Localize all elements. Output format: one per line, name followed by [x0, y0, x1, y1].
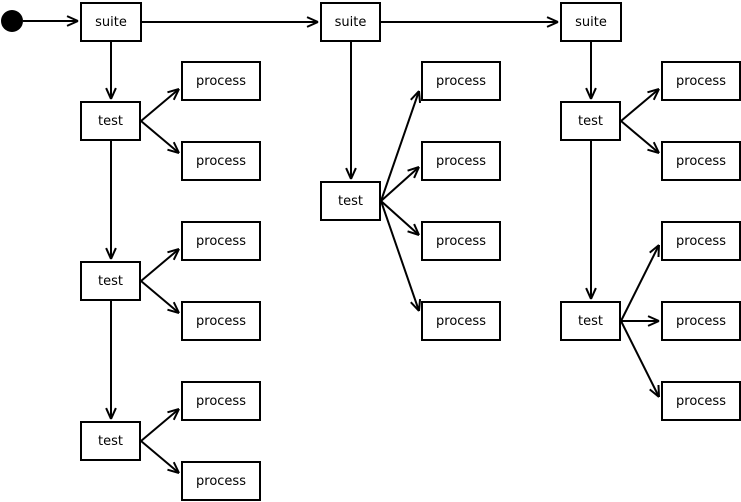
- edge-test-1-1-to-test-1-2: [105, 141, 117, 260]
- edge-test-2-1-to-process-2-4: [380, 200, 422, 312]
- node-test-2-1[interactable]: test: [320, 181, 381, 221]
- node-process-1-2[interactable]: process: [181, 141, 261, 181]
- node-label-test-2-1: test: [338, 193, 363, 209]
- start-node[interactable]: [1, 10, 23, 32]
- edge-suite-2-to-suite-3: [381, 16, 559, 28]
- edge-test-2-1-to-process-2-2: [380, 166, 420, 202]
- node-label-process-3-3: process: [676, 233, 726, 249]
- node-label-suite-3: suite: [575, 14, 607, 30]
- node-label-process-3-2: process: [676, 153, 726, 169]
- node-label-test-3-2: test: [578, 313, 603, 329]
- node-process-3-3[interactable]: process: [661, 221, 741, 261]
- node-label-suite-2: suite: [334, 14, 367, 30]
- node-process-2-2[interactable]: process: [421, 141, 501, 181]
- node-process-2-3[interactable]: process: [421, 221, 501, 261]
- node-label-process-2-2: process: [436, 153, 486, 169]
- node-suite-2[interactable]: suite: [320, 2, 381, 42]
- edge-test-1-1-to-process-1-1: [140, 88, 180, 122]
- edge-test-1-2-to-process-1-3: [140, 248, 180, 282]
- node-label-process-3-5: process: [676, 393, 726, 409]
- edge-test-1-3-to-process-1-5: [140, 408, 180, 442]
- edge-test-3-2-to-process-3-5: [620, 320, 660, 398]
- node-label-process-3-1: process: [676, 73, 726, 89]
- edge-test-3-2-to-process-3-4: [621, 315, 660, 327]
- node-test-1-1[interactable]: test: [80, 101, 141, 141]
- node-label-process-1-6: process: [196, 473, 246, 489]
- node-process-1-5[interactable]: process: [181, 381, 261, 421]
- node-process-1-6[interactable]: process: [181, 461, 261, 501]
- edge-suite-2-to-test-2-1: [345, 42, 357, 180]
- node-label-process-2-3: process: [436, 233, 486, 249]
- node-process-3-2[interactable]: process: [661, 141, 741, 181]
- edge-test-3-1-to-process-3-2: [620, 120, 660, 154]
- node-suite-1[interactable]: suite: [80, 2, 142, 42]
- node-process-1-4[interactable]: process: [181, 301, 261, 341]
- node-process-2-1[interactable]: process: [421, 61, 501, 101]
- node-test-1-3[interactable]: test: [80, 421, 141, 461]
- edge-test-2-1-to-process-2-3: [380, 200, 420, 236]
- edge-suite-3-to-test-3-1: [585, 42, 597, 100]
- node-label-process-1-5: process: [196, 393, 246, 409]
- node-test-1-2[interactable]: test: [80, 261, 141, 301]
- edge-suite-1-to-suite-2: [142, 16, 319, 28]
- node-label-process-1-1: process: [196, 73, 246, 89]
- node-process-2-4[interactable]: process: [421, 301, 501, 341]
- edge-test-3-2-to-process-3-3: [620, 244, 660, 322]
- edge-test-1-3-to-process-1-6: [140, 440, 180, 474]
- node-process-1-3[interactable]: process: [181, 221, 261, 261]
- node-process-3-4[interactable]: process: [661, 301, 741, 341]
- edge-test-3-1-to-process-3-1: [620, 88, 660, 122]
- node-label-process-1-3: process: [196, 233, 246, 249]
- node-test-3-2[interactable]: test: [560, 301, 621, 341]
- node-process-3-1[interactable]: process: [661, 61, 741, 101]
- edge-test-3-1-to-test-3-2: [585, 141, 597, 300]
- edge-test-1-1-to-process-1-2: [140, 120, 180, 154]
- edge-test-1-2-to-process-1-4: [140, 280, 180, 314]
- node-test-3-1[interactable]: test: [560, 101, 621, 141]
- node-label-test-1-1: test: [98, 113, 123, 129]
- node-label-test-3-1: test: [578, 113, 603, 129]
- node-label-suite-1: suite: [95, 14, 127, 30]
- node-label-test-1-2: test: [98, 273, 123, 289]
- node-suite-3[interactable]: suite: [560, 2, 622, 42]
- node-process-1-1[interactable]: process: [181, 61, 261, 101]
- node-label-process-2-1: process: [436, 73, 486, 89]
- edge-test-1-2-to-test-1-3: [105, 301, 117, 420]
- node-label-process-2-4: process: [436, 313, 486, 329]
- node-label-test-1-3: test: [98, 433, 123, 449]
- edge-start-to-suite-1: [23, 15, 79, 27]
- node-label-process-3-4: process: [676, 313, 726, 329]
- node-label-process-1-4: process: [196, 313, 246, 329]
- edge-suite-1-to-test-1-1: [105, 42, 117, 100]
- node-label-process-1-2: process: [196, 153, 246, 169]
- node-process-3-5[interactable]: process: [661, 381, 741, 421]
- edge-test-2-1-to-process-2-1: [380, 90, 422, 202]
